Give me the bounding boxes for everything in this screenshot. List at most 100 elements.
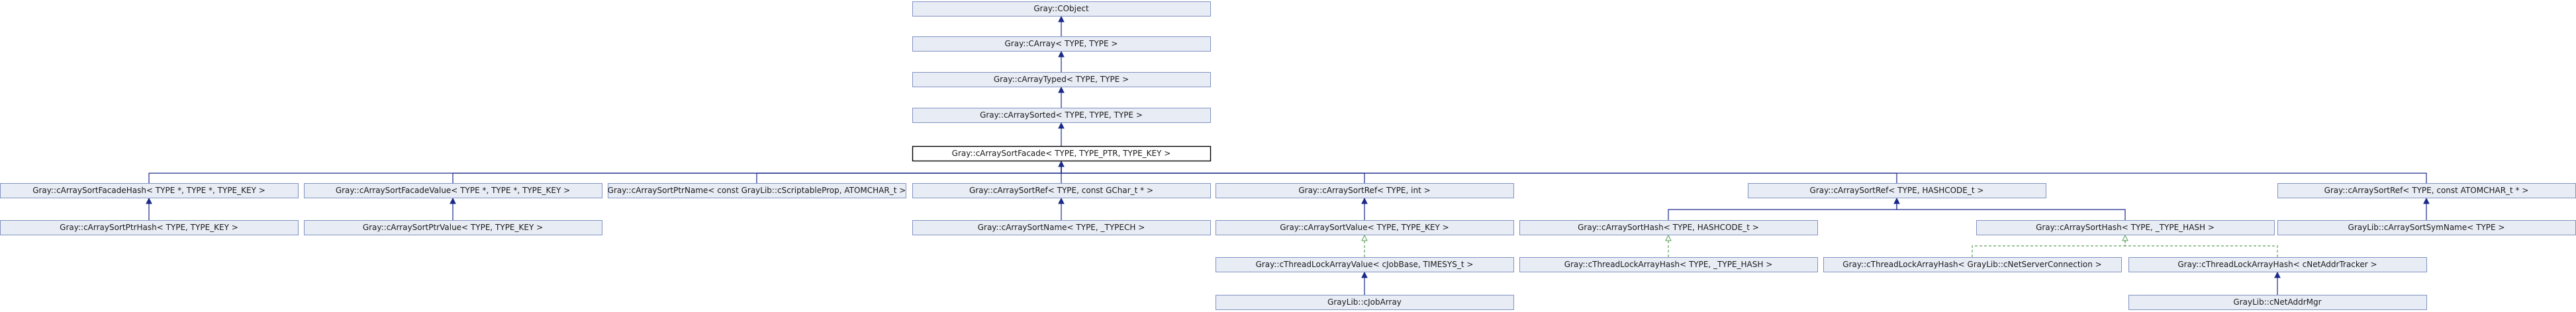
class-node-box: [0, 183, 299, 198]
class-node-label: GrayLib::cArraySortSymName< TYPE >: [2348, 223, 2505, 232]
arrowhead-icon: [1665, 234, 1672, 241]
class-node-box: [912, 1, 1211, 17]
class-node-box: [912, 108, 1211, 123]
class-node-gray-cthreadlockarrayhash-type-type-hash[interactable]: Gray::cThreadLockArrayHash< TYPE, _TYPE_…: [1519, 257, 1818, 272]
class-node-label: Gray::CObject: [1033, 4, 1089, 13]
class-node-graylib-cjobarray[interactable]: GrayLib::cJobArray: [1216, 295, 1514, 310]
class-node-gray-carraysortfacadevalue-type-type-type-key[interactable]: Gray::cArraySortFacadeValue< TYPE *, TYP…: [304, 183, 602, 198]
class-node-box: [912, 183, 1211, 198]
class-node-gray-carraysorthash-type-type-hash[interactable]: Gray::cArraySortHash< TYPE, _TYPE_HASH >: [1976, 220, 2275, 235]
class-node-label: Gray::cArraySortName< TYPE, _TYPECH >: [978, 223, 1145, 232]
inheritance-edge-n5-n4: [148, 166, 1062, 183]
class-node-gray-carray-type-type[interactable]: Gray::CArray< TYPE, TYPE >: [912, 36, 1211, 52]
inheritance-edge-n16-n10: [1668, 203, 1897, 220]
template-edge-n22-n17: [2124, 240, 2278, 257]
arrowhead-icon: [1361, 197, 1368, 204]
class-node-box: [1216, 220, 1514, 235]
inheritance-edge-n10-n4: [1061, 166, 1897, 183]
arrowhead-icon: [1058, 160, 1065, 167]
class-node-box: [1216, 295, 1514, 310]
class-node-box: [2128, 257, 2427, 272]
class-node-box: [1748, 183, 2046, 198]
edges-layer: [146, 15, 2430, 295]
class-node-label: Gray::cArraySorted< TYPE, TYPE, TYPE >: [980, 110, 1143, 120]
class-node-label: Gray::cArraySortRef< TYPE, const GChar_t…: [969, 186, 1153, 195]
arrowhead-icon: [1058, 86, 1065, 93]
class-node-label: GrayLib::cNetAddrMgr: [2233, 297, 2321, 307]
class-node-gray-carraysortfacadehash-type-type-type-key[interactable]: Gray::cArraySortFacadeHash< TYPE *, TYPE…: [0, 183, 299, 198]
class-node-gray-cthreadlockarrayhash-graylib-cnetserverconnection[interactable]: Gray::cThreadLockArrayHash< GrayLib::cNe…: [1823, 257, 2122, 272]
class-node-label: Gray::cArraySortPtrValue< TYPE, TYPE_KEY…: [363, 223, 543, 232]
class-node-label: Gray::cThreadLockArrayHash< GrayLib::cNe…: [1842, 260, 2101, 269]
class-node-box: [1216, 183, 1514, 198]
class-node-box: [608, 183, 906, 198]
class-node-box: [304, 220, 602, 235]
class-node-label: Gray::cThreadLockArrayValue< cJobBase, T…: [1256, 260, 1474, 269]
inheritance-edge-n11-n4: [1061, 166, 2427, 183]
class-node-gray-carraysortref-type-const-atomchar-t[interactable]: Gray::cArraySortRef< TYPE, const ATOMCHA…: [2277, 183, 2576, 198]
class-node-label: Gray::cThreadLockArrayHash< TYPE, _TYPE_…: [1564, 260, 1773, 269]
class-node-label: Gray::cArraySortHash< TYPE, HASHCODE_t >: [1578, 223, 1759, 232]
class-node-label: Gray::cArraySortValue< TYPE, TYPE_KEY >: [1280, 223, 1449, 232]
class-node-box: [1519, 220, 1818, 235]
class-node-box: [304, 183, 602, 198]
class-node-gray-cthreadlockarrayhash-cnetaddrtracker[interactable]: Gray::cThreadLockArrayHash< cNetAddrTrac…: [2128, 257, 2427, 272]
class-node-label: Gray::cArraySortPtrHash< TYPE, TYPE_KEY …: [60, 223, 238, 232]
class-node-box: [912, 36, 1211, 52]
class-node-label: Gray::cArraySortFacadeHash< TYPE *, TYPE…: [32, 186, 265, 195]
class-node-box: [1976, 220, 2275, 235]
arrowhead-icon: [450, 197, 456, 204]
class-node-gray-carraysortname-type-typech[interactable]: Gray::cArraySortName< TYPE, _TYPECH >: [912, 220, 1211, 235]
class-node-label: GrayLib::cJobArray: [1327, 297, 1402, 307]
class-node-gray-carraysortref-type-hashcode-t[interactable]: Gray::cArraySortRef< TYPE, HASHCODE_t >: [1748, 183, 2046, 198]
arrowhead-icon: [2122, 234, 2128, 241]
class-node-gray-carraysortfacade-type-type-ptr-type-key[interactable]: Gray::cArraySortFacade< TYPE, TYPE_PTR, …: [912, 145, 1212, 162]
arrowhead-icon: [1361, 234, 1368, 241]
class-node-gray-cthreadlockarrayvalue-cjobbase-timesys-t[interactable]: Gray::cThreadLockArrayValue< cJobBase, T…: [1216, 257, 1514, 272]
class-node-graylib-cnetaddrmgr[interactable]: GrayLib::cNetAddrMgr: [2128, 295, 2427, 310]
class-node-box: [0, 220, 299, 235]
class-node-label: Gray::cArrayTyped< TYPE, TYPE >: [994, 75, 1129, 84]
class-node-label: Gray::cArraySortHash< TYPE, _TYPE_HASH >: [2036, 223, 2215, 232]
arrowhead-icon: [1893, 197, 1900, 204]
class-node-box: [1823, 257, 2122, 272]
class-node-graylib-carraysortsymname-type[interactable]: GrayLib::cArraySortSymName< TYPE >: [2277, 220, 2576, 235]
arrowhead-icon: [1058, 122, 1065, 129]
class-node-label: Gray::cArraySortFacadeValue< TYPE *, TYP…: [336, 186, 570, 195]
class-node-box: [912, 72, 1211, 87]
class-node-gray-carraytyped-type-type[interactable]: Gray::cArrayTyped< TYPE, TYPE >: [912, 72, 1211, 87]
class-node-label: Gray::CArray< TYPE, TYPE >: [1005, 39, 1118, 48]
class-node-gray-carraysortref-type-const-gchar-t[interactable]: Gray::cArraySortRef< TYPE, const GChar_t…: [912, 183, 1211, 198]
arrowhead-icon: [1058, 50, 1065, 58]
arrowhead-icon: [1361, 271, 1368, 278]
class-node-gray-carraysortvalue-type-type-key[interactable]: Gray::cArraySortValue< TYPE, TYPE_KEY >: [1216, 220, 1514, 235]
class-node-gray-carraysortptrname-const-graylib-cscriptableprop-atomchar-t[interactable]: Gray::cArraySortPtrName< const GrayLib::…: [608, 183, 906, 198]
class-node-box: [1519, 257, 1818, 272]
class-node-box: [1216, 257, 1514, 272]
class-node-label: Gray::cArraySortRef< TYPE, HASHCODE_t >: [1810, 186, 1984, 195]
arrowhead-icon: [146, 197, 152, 204]
arrowhead-icon: [2423, 197, 2430, 204]
class-node-gray-carraysortref-type-int[interactable]: Gray::cArraySortRef< TYPE, int >: [1216, 183, 1514, 198]
class-node-gray-carraysortptrvalue-type-type-key[interactable]: Gray::cArraySortPtrValue< TYPE, TYPE_KEY…: [304, 220, 602, 235]
class-node-gray-carraysorted-type-type-type[interactable]: Gray::cArraySorted< TYPE, TYPE, TYPE >: [912, 108, 1211, 123]
inheritance-edge-n17-n10: [1896, 203, 2126, 220]
inheritance-edge-n9-n4: [1061, 166, 1365, 183]
class-node-gray-cobject[interactable]: Gray::CObject: [912, 1, 1211, 17]
arrowhead-icon: [1058, 197, 1065, 204]
arrowhead-icon: [2274, 271, 2281, 278]
class-node-label: Gray::cArraySortRef< TYPE, int >: [1298, 186, 1430, 195]
class-node-box: [912, 145, 1212, 162]
class-node-box: [2128, 295, 2427, 310]
inheritance-edge-n7-n4: [756, 166, 1062, 183]
class-node-gray-carraysortptrhash-type-type-key[interactable]: Gray::cArraySortPtrHash< TYPE, TYPE_KEY …: [0, 220, 299, 235]
template-edge-n21-n17: [1972, 240, 2126, 257]
arrowhead-icon: [1058, 15, 1065, 22]
class-node-label: Gray::cArraySortFacade< TYPE, TYPE_PTR, …: [952, 149, 1171, 158]
class-node-gray-carraysorthash-type-hashcode-t[interactable]: Gray::cArraySortHash< TYPE, HASHCODE_t >: [1519, 220, 1818, 235]
class-node-label: Gray::cThreadLockArrayHash< cNetAddrTrac…: [2177, 260, 2377, 269]
class-node-label: Gray::cArraySortPtrName< const GrayLib::…: [608, 186, 906, 195]
class-node-box: [912, 220, 1211, 235]
